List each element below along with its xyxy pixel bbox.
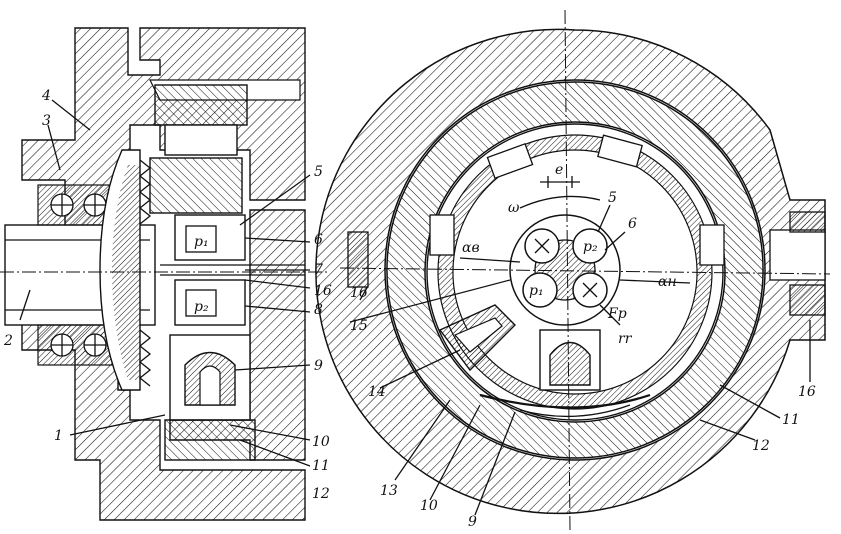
- port-right: [769, 229, 826, 281]
- rr-symbol: rr: [618, 331, 633, 347]
- right-label-9: 9: [468, 514, 477, 530]
- alpha-b-line: [459, 257, 521, 263]
- outer-housing: [315, 28, 826, 515]
- left-label-11: 11: [312, 458, 330, 474]
- right-p2-label: p₂: [583, 239, 598, 255]
- left-label-5: 5: [314, 164, 323, 180]
- right-vertical-axis: [564, 9, 571, 531]
- rotor-ring-top: [164, 124, 238, 156]
- fp-symbol: Fр: [607, 306, 627, 322]
- left-section-view: p₁ p₂ 4 3 5 6 7 16 8 9: [0, 27, 332, 521]
- rotor-block-top: [154, 84, 248, 126]
- right-horizontal-axis: [339, 267, 831, 275]
- omega-arrow: [519, 195, 601, 209]
- piston-left-wedge-inner: [453, 317, 503, 353]
- left-label-3: 3: [42, 113, 51, 129]
- plug-left: [347, 231, 369, 288]
- rotor-annulus: [437, 134, 713, 410]
- omega-symbol: ω: [508, 200, 520, 216]
- left-leaders: [19, 99, 311, 467]
- left-p1-label: p₁: [194, 234, 209, 250]
- alpha-h-line: [619, 279, 691, 284]
- piston-chambers: [160, 214, 305, 326]
- alpha-h-symbol: αн: [658, 274, 677, 290]
- stator-ring: [386, 81, 764, 459]
- left-label-10: 10: [312, 434, 330, 450]
- left-label-1: 1: [54, 428, 63, 444]
- rotor-pockets: [429, 134, 725, 266]
- rotor-core-top: [149, 157, 243, 214]
- alpha-b-symbol: αв: [462, 240, 480, 256]
- slide-arc-2: [519, 404, 631, 418]
- left-p2-label: p₂: [194, 299, 209, 315]
- slide-arc: [479, 393, 651, 409]
- plug-right: [789, 284, 826, 316]
- right-label-16-left: 16: [350, 285, 368, 301]
- springs: [138, 159, 152, 387]
- right-label-12: 12: [752, 438, 770, 454]
- left-label-4: 4: [41, 88, 51, 104]
- fp-line: [599, 304, 621, 326]
- right-label-5: 5: [608, 190, 617, 206]
- right-label-14: 14: [368, 384, 386, 400]
- port-right-cap: [789, 211, 826, 233]
- right-label-11: 11: [782, 412, 800, 428]
- right-label-13: 13: [380, 483, 398, 499]
- right-label-10: 10: [420, 498, 438, 514]
- left-label-2: 2: [3, 333, 13, 349]
- right-label-16-right: 16: [798, 384, 816, 400]
- drive-disc-hatch: [112, 165, 140, 380]
- right-p1-label: p₁: [529, 283, 544, 299]
- e-symbol: e: [555, 162, 563, 178]
- left-label-9: 9: [314, 358, 323, 374]
- piston-bottom-wedge: [549, 341, 591, 386]
- right-leaders: [349, 204, 811, 516]
- right-section-view: p₂ p₁: [315, 9, 831, 531]
- right-label-6: 6: [628, 216, 637, 232]
- right-label-15: 15: [350, 318, 368, 334]
- lower-wedge-inner: [199, 365, 221, 406]
- bearing: [37, 184, 119, 366]
- left-label-12: 12: [312, 486, 330, 502]
- distributor-ports: [522, 228, 608, 308]
